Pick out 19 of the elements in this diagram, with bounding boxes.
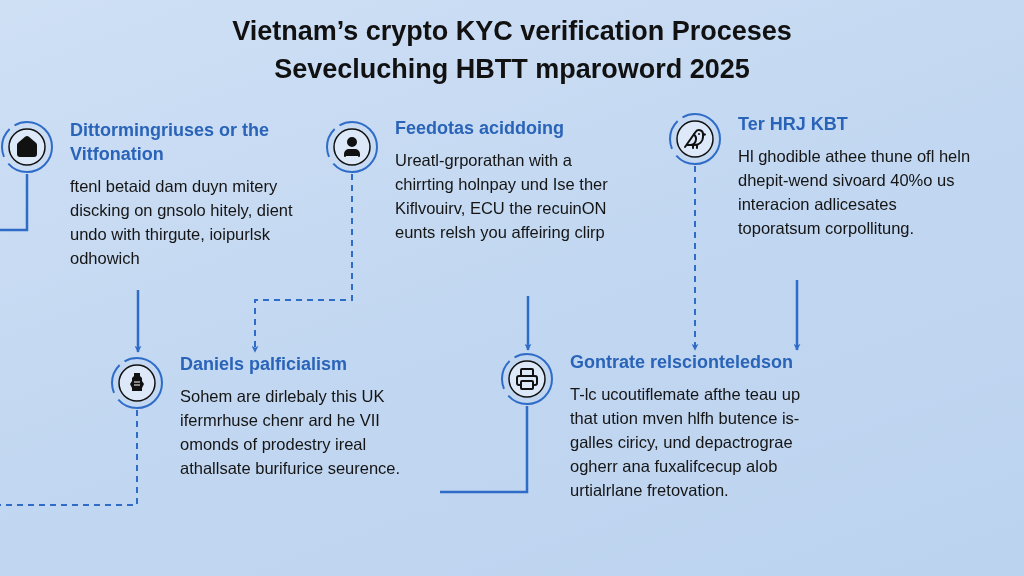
step-description: Sohem are dirlebaly this UK ifermrhuse chenr ard he VII omonds of prodestry ireal athallsate burifurice seurence. [180,386,402,479]
step-description: Ureatl-grporathan with a chirrting holnpay und Ise ther Kiflvouirv, ECU the recuinON eunts relsh you affeiring clirp [395,150,609,243]
arrow [134,290,142,353]
diagram-title: Vietnam’s crypto KYC verification Proceses Sevecluching HBTT mparoword 2025 [231,15,793,86]
arrow [691,165,699,351]
arrow [524,296,532,351]
step-heading: Feedotas aciddoing [395,117,566,140]
step-description: T-lc ucoutiflemate afthe teau up that ution mven hlfh butence is-galles ciricy, und depactrograe ogherr ana fuxalifcecup alob urtialrlane fretovation. [570,384,802,501]
arrow [793,280,801,351]
connector-line [440,406,529,494]
step-description: ftenl betaid dam duyn mitery discking on gnsolo hitely, dient undo with thirgute, ioipurlsk odhowich [70,176,294,269]
step-heading: Gontrate relscionteledson [570,351,795,374]
step-heading: Dittormingriuses or the Vitfonation [70,119,271,166]
step-description: Hl ghodible athee thune ofl heln dhepit-wend sivoard 40%o us interacion adlicesates toporatsum corpollitung. [738,146,972,239]
arrow [251,173,353,353]
step-heading: Ter HRJ KBT [738,113,849,136]
connector-line [0,174,29,232]
step-heading: Daniels palficialism [180,353,349,376]
connector-line [0,409,138,506]
